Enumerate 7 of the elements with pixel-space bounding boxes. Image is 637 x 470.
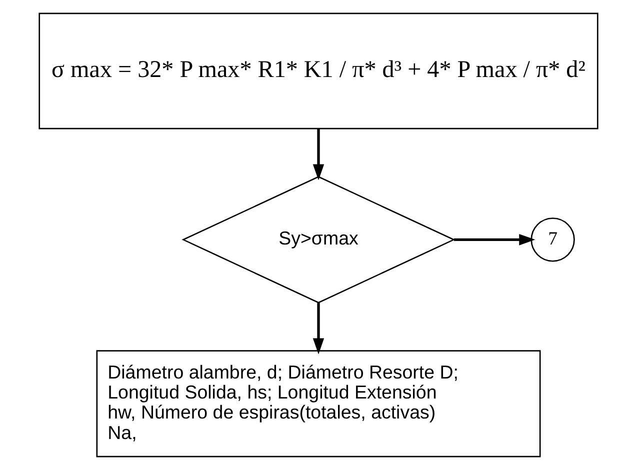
arrow	[454, 234, 536, 246]
arrow	[312, 302, 324, 354]
node-box: Diámetro alambre, d; Diámetro Resorte D; Longitud Solida, hs; Longitud Extensión hw, Número de espiras(totales, activas) Na,	[96, 350, 541, 458]
node-diamond: Sy>σmax	[182, 176, 456, 304]
arrow	[312, 129, 324, 180]
node-circle: 7	[530, 218, 575, 262]
node-box: σ max = 32* P max* R1* K1 / π* d³ + 4* P max / π* d²	[38, 12, 598, 130]
